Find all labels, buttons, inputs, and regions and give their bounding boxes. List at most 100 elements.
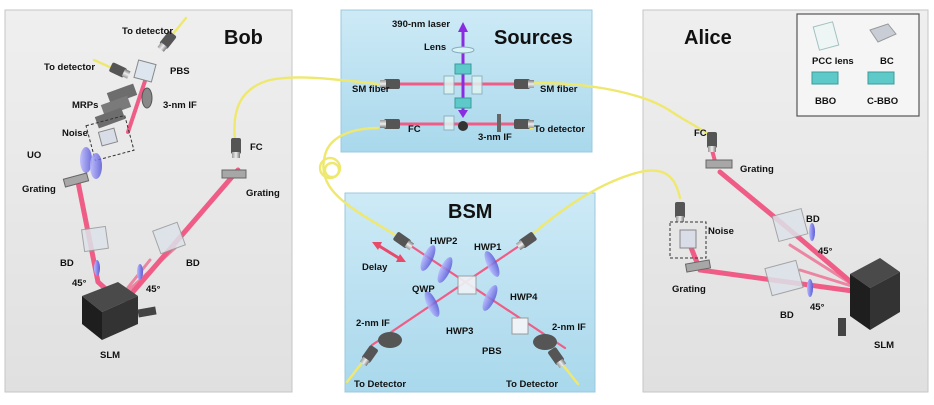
bob-to-detector-top-label: To detector — [122, 26, 173, 37]
src-sm-fiber-left-label: SM fiber — [352, 84, 390, 95]
alice-title: Alice — [684, 27, 732, 49]
waveplate-icon — [807, 279, 813, 297]
collimator-icon — [380, 119, 400, 129]
waveplate-icon — [94, 260, 100, 276]
laser-arrow-bottom — [458, 110, 468, 118]
collimator-icon — [514, 119, 534, 129]
fiber-source-bsm — [322, 126, 402, 240]
grating-icon — [62, 172, 90, 188]
filter-icon — [497, 114, 501, 132]
bsm-qwp-label: QWP — [412, 284, 435, 295]
collimator-icon — [548, 347, 567, 369]
waveplate-icon — [90, 153, 102, 179]
bsm-to-detector-right-label: To Detector — [506, 379, 558, 390]
waveplate-icon — [424, 291, 440, 317]
alice-angle-a-label: 45° — [818, 246, 833, 257]
src-fc-label: FC — [408, 124, 421, 135]
bsm-hwp2-label: HWP2 — [430, 236, 457, 247]
legend-bc-label: BC — [880, 56, 894, 67]
bd-icon — [152, 221, 186, 255]
fiber-bob-fc — [233, 76, 380, 142]
filter-icon — [533, 334, 557, 350]
legend-bbo-icon — [811, 71, 839, 85]
slm-icon — [838, 258, 900, 336]
src-laser-label: 390-nm laser — [392, 19, 450, 30]
filter-icon — [141, 87, 153, 109]
collimator-icon — [157, 31, 177, 52]
bsm-hwp4-label: HWP4 — [510, 292, 538, 303]
bob-bd-right-label: BD — [186, 258, 200, 269]
collimator-icon — [231, 138, 241, 158]
grating-icon — [684, 259, 712, 273]
bsm-components — [359, 232, 567, 369]
src-if-label: 3-nm IF — [478, 132, 512, 143]
bob-grating-left-label: Grating — [22, 184, 56, 195]
waveplate-icon — [420, 245, 436, 271]
bob-slm-label: SLM — [100, 350, 120, 361]
grating-icon — [221, 169, 247, 179]
bsm-pbs-label: PBS — [482, 346, 502, 357]
bd-icon — [764, 259, 804, 297]
sources-title: Sources — [494, 27, 573, 49]
alice-beam-fan — [788, 243, 860, 290]
waveplate-icon — [137, 264, 143, 280]
alice-angle-b-label: 45° — [810, 302, 825, 313]
pcc-lens-icon — [471, 75, 483, 95]
bob-bd-left-label: BD — [60, 258, 74, 269]
bob-noise-label: Noise — [62, 128, 88, 139]
bsm-to-detector-left-label: To Detector — [354, 379, 406, 390]
fiber-bsm-right — [526, 169, 682, 240]
bbo-crystal-icon — [454, 97, 472, 109]
alice-slm-label: SLM — [874, 340, 894, 351]
waveplate-icon — [809, 223, 815, 241]
mrps-icon — [94, 83, 138, 129]
bsm-title: BSM — [448, 201, 492, 223]
src-lens-label: Lens — [424, 42, 446, 53]
bsm-if-left-label: 2-nm IF — [356, 318, 390, 329]
fiber-bob-detector-left — [92, 58, 114, 70]
bsm-hwp3-label: HWP3 — [446, 326, 473, 337]
alice-bd-top-label: BD — [806, 214, 820, 225]
alice-bd-bottom-label: BD — [780, 310, 794, 321]
alice-noise-label: Noise — [708, 226, 734, 237]
legend-cbbo-icon — [867, 71, 895, 85]
alice-grating-bottom-label: Grating — [672, 284, 706, 295]
bob-mrps-label: MRPs — [72, 100, 98, 111]
waveplate-icon — [437, 257, 453, 283]
lens-icon — [451, 46, 475, 54]
bob-angle-b-label: 45° — [146, 284, 161, 295]
legend — [796, 13, 920, 117]
alice-fc-label: FC — [694, 128, 707, 139]
waveplate-icon — [484, 251, 500, 277]
grating-icon — [705, 159, 733, 169]
bs-cube-icon — [457, 275, 477, 295]
bsm-beam-b — [370, 238, 530, 347]
bob-grating-right-label: Grating — [246, 188, 280, 199]
collimator-icon — [393, 232, 415, 251]
fiber-coil-inner — [323, 161, 341, 179]
bob-components — [62, 31, 247, 340]
collimator-icon — [675, 202, 685, 222]
waveplate-icon — [80, 147, 92, 173]
src-sm-fiber-right-label: SM fiber — [540, 84, 578, 95]
collimator-icon — [514, 79, 534, 89]
legend-cbbo-label: C-BBO — [867, 96, 898, 107]
fiber-coil — [318, 156, 342, 180]
collimator-icon — [515, 232, 537, 251]
collimator-icon — [380, 79, 400, 89]
delay-arrow-icon — [372, 242, 406, 262]
bob-angle-a-label: 45° — [72, 278, 87, 289]
alice-components — [669, 132, 900, 336]
noise-box — [85, 114, 135, 162]
pcc-lens-icon — [443, 115, 455, 131]
bsm-hwp1-label: HWP1 — [474, 242, 502, 253]
alice-grating-top-label: Grating — [740, 164, 774, 175]
source-components — [380, 46, 534, 132]
pbs-cube-icon — [133, 59, 157, 83]
bob-uo-label: UO — [27, 150, 41, 161]
waveplate-icon — [482, 285, 498, 311]
mirror-icon — [458, 121, 468, 131]
fiber-source-right — [520, 81, 714, 140]
